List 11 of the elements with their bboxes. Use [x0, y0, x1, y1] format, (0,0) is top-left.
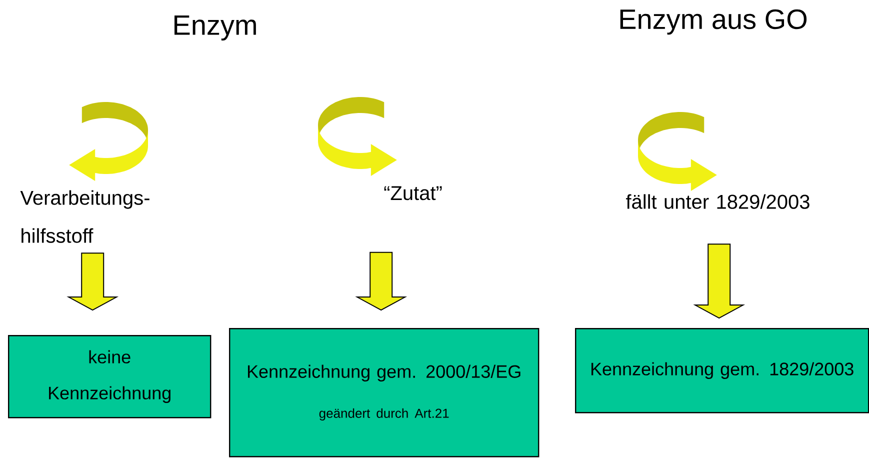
heading: Enzym aus GO — [620, 9, 807, 35]
block-arrow — [66, 252, 119, 311]
block-arrow — [693, 244, 746, 319]
label-box: keine Kennzeichnung — [8, 335, 212, 418]
term-text: fällt unter 1829/2003 — [626, 194, 810, 209]
label-box: Kennzeichnung gem. 1829/2003 — [575, 328, 869, 414]
block-arrow — [355, 252, 408, 311]
term-text: Verarbeitungs- hilfsstoff — [20, 190, 150, 243]
term-text: “Zutat” — [384, 186, 442, 200]
label-box: Kennzeichnung gem. 2000/13/EG geändert durch Art.21 — [229, 328, 540, 458]
heading: Enzym — [174, 15, 256, 41]
